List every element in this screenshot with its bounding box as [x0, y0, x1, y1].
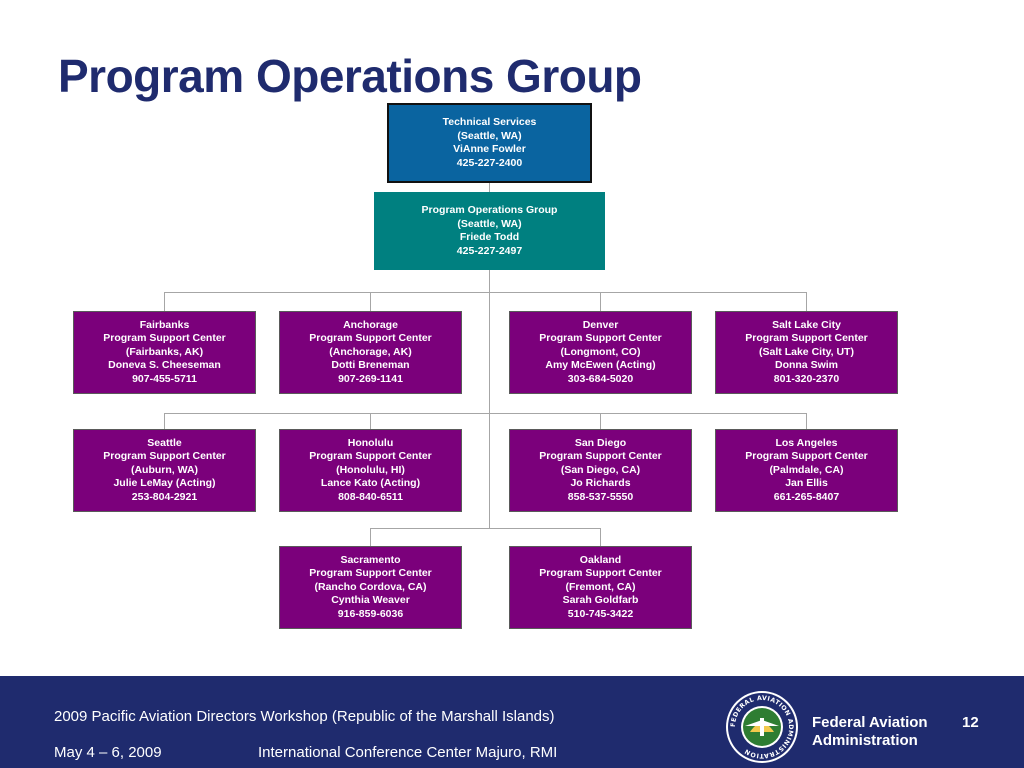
- org-box-line: Friede Todd: [459, 231, 520, 243]
- org-box-line: (Seattle, WA): [457, 129, 522, 142]
- org-box-line: (Fremont, CA): [565, 580, 636, 593]
- org-box-line: Program Support Center: [539, 567, 662, 580]
- org-box-line: 253-804-2921: [131, 490, 198, 503]
- org-box-line: Amy McEwen (Acting): [545, 359, 656, 372]
- org-box-line: (Fairbanks, AK): [125, 345, 204, 358]
- org-box-line: Jo Richards: [570, 477, 631, 490]
- org-box-line: Program Operations Group: [421, 204, 558, 216]
- org-box-line: Salt Lake City: [772, 318, 841, 331]
- org-box-program-operations-group: Program Operations Group (Seattle, WA) F…: [374, 192, 605, 270]
- footer-agency-name: Federal Aviation Administration: [812, 714, 928, 750]
- org-box-line: Julie LeMay (Acting): [113, 477, 216, 490]
- org-box-line: 801-320-2370: [773, 372, 840, 385]
- footer-dates: May 4 – 6, 2009: [54, 744, 162, 761]
- footer-workshop-title: 2009 Pacific Aviation Directors Workshop…: [54, 708, 555, 725]
- org-box-line: (Auburn, WA): [130, 463, 199, 476]
- org-box-line: (Rancho Cordova, CA): [314, 580, 427, 593]
- org-box-line: Donna Swim: [774, 359, 838, 372]
- org-box-line: (San Diego, CA): [560, 463, 641, 476]
- org-box-line: Sarah Goldfarb: [562, 594, 639, 607]
- org-box-line: (Palmdale, CA): [769, 463, 844, 476]
- footer-bar: [0, 676, 1024, 768]
- org-box-line: Anchorage: [343, 318, 398, 331]
- org-box-line: 510-745-3422: [567, 607, 634, 620]
- org-box-line: (Anchorage, AK): [329, 345, 412, 358]
- org-box-line: Program Support Center: [539, 450, 662, 463]
- org-box-line: 907-269-1141: [338, 372, 403, 385]
- footer-agency-line: Federal Aviation: [812, 714, 928, 731]
- org-box-line: 425-227-2497: [456, 244, 523, 257]
- org-box-line: Program Support Center: [309, 332, 432, 345]
- org-box-line: Program Support Center: [309, 450, 432, 463]
- org-box-line: Program Support Center: [103, 332, 226, 345]
- org-box-line: Cynthia Weaver: [331, 594, 410, 607]
- page-number: 12: [962, 714, 979, 731]
- org-box-line: Program Support Center: [103, 450, 226, 463]
- org-box-technical-services: Technical Services (Seattle, WA) ViAnne …: [387, 103, 592, 183]
- footer-agency-line: Administration: [812, 732, 918, 749]
- org-box-line: Los Angeles: [775, 436, 838, 449]
- page-title: Program Operations Group: [58, 50, 642, 102]
- org-box-line: Program Support Center: [745, 332, 868, 345]
- org-box-line: Fairbanks: [139, 318, 190, 331]
- org-box-line: Program Support Center: [309, 567, 432, 580]
- org-box-line: Doneva S. Cheeseman: [108, 359, 221, 372]
- org-box-line: Seattle: [147, 436, 182, 449]
- org-box-line: Honolulu: [347, 436, 394, 449]
- org-box-line: San Diego: [574, 436, 627, 449]
- org-box-line: Jan Ellis: [785, 477, 828, 490]
- org-box-line: Dotti Breneman: [331, 359, 410, 372]
- org-box-line: Technical Services: [442, 116, 537, 128]
- org-box-line: Program Support Center: [745, 450, 868, 463]
- org-box-line: Denver: [582, 318, 619, 331]
- org-box-line: ViAnne Fowler: [453, 143, 526, 155]
- org-box-line: 916-859-6036: [337, 607, 404, 620]
- footer-venue: International Conference Center Majuro, …: [258, 744, 558, 761]
- org-box-line: 808-840-6511: [338, 490, 403, 503]
- org-box-line: Sacramento: [340, 553, 401, 566]
- faa-seal-icon: FEDERAL AVIATION ADMINISTRATION: [726, 691, 798, 763]
- org-box-line: 907-455-5711: [132, 372, 197, 385]
- org-box-line: (Longmont, CO): [560, 345, 641, 358]
- org-box-line: (Honolulu, HI): [336, 463, 405, 476]
- org-box-line: 661-265-8407: [773, 490, 840, 503]
- org-box-line: (Seattle, WA): [457, 217, 522, 230]
- org-box-line: Program Support Center: [539, 332, 662, 345]
- org-box-line: (Salt Lake City, UT): [759, 345, 854, 358]
- org-box-line: Lance Kato (Acting): [320, 477, 421, 490]
- org-box-line: 425-227-2400: [456, 156, 523, 169]
- org-box-line: 303-684-5020: [567, 372, 634, 385]
- org-box-line: 858-537-5550: [567, 490, 634, 503]
- org-box-line: Oakland: [579, 553, 622, 566]
